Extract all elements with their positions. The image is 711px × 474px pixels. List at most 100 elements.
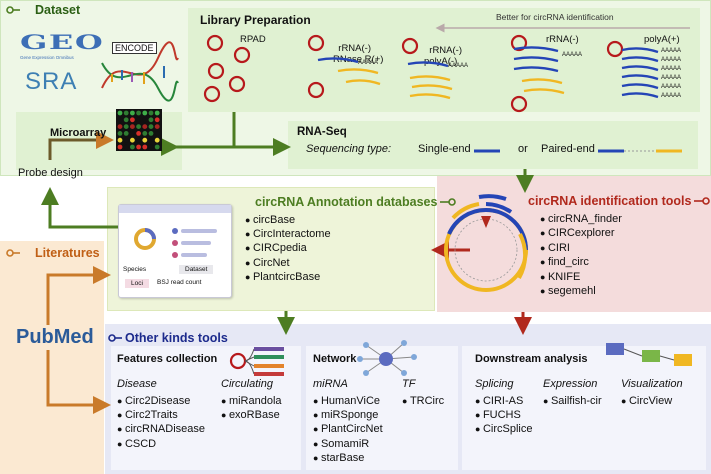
microarray-spot <box>148 131 154 136</box>
paired-end-read <box>598 149 682 153</box>
microarray-spot <box>136 117 141 123</box>
microarray-spot <box>136 131 141 136</box>
card-species: Species <box>123 266 147 273</box>
microarray-spot <box>123 110 129 116</box>
visualization-item: CircView <box>621 394 672 408</box>
rrna-circles-icon <box>510 34 528 113</box>
microarray-spot <box>123 144 129 150</box>
microarray-spot <box>117 110 123 116</box>
microarray-label: Microarray <box>50 127 107 139</box>
circulating-item: exoRBase <box>221 408 282 422</box>
circulating-item: miRandola <box>221 394 282 408</box>
microarray-spot <box>142 110 148 116</box>
microarray-spot <box>117 117 123 123</box>
microarray-spot <box>154 144 160 150</box>
disease-list: Circ2Disease Circ2Traits circRNADisease … <box>117 394 205 451</box>
identification-list: circRNA_finder CIRCexplorer CIRI find_ci… <box>540 212 622 298</box>
disease-item: Circ2Traits <box>117 408 205 422</box>
rpad-circles-icon <box>203 34 251 103</box>
visualization-label: Visualization <box>621 378 683 390</box>
rnaseq-title: RNA-Seq <box>297 126 347 138</box>
pubmed-logo: PubMed <box>14 326 96 349</box>
literatures-title: Literatures <box>6 246 100 260</box>
features-title: Features collection <box>117 353 218 365</box>
microarray-spot <box>154 124 160 129</box>
splicing-item: CircSplice <box>475 422 533 436</box>
microarray-spot <box>136 144 141 150</box>
mirna-label: miRNA <box>313 378 348 390</box>
single-end-read <box>474 149 500 153</box>
tail-polyaneg: AAAAA <box>448 63 469 69</box>
annotation-list: circBase CircInteractome CIRCpedia CircN… <box>245 213 331 284</box>
microarray-spot <box>130 131 135 136</box>
visualization-list: CircView <box>621 394 672 408</box>
annotation-title: circRNA Annotation databases <box>255 195 457 209</box>
disease-item: circRNADisease <box>117 422 205 436</box>
microarray-spot <box>154 110 160 116</box>
rnase-rna-strands <box>317 57 381 86</box>
microarray-spot <box>148 137 154 143</box>
donut-chart-icon <box>134 228 156 250</box>
polyaneg-circles-icon <box>401 37 419 55</box>
rrna-rna-strands <box>513 46 565 95</box>
geo-logo-text: GEO <box>20 30 105 54</box>
microarray-spot <box>142 144 148 150</box>
card-lines-icon <box>172 228 217 258</box>
tail-rnase: AAAAA <box>358 60 379 66</box>
disease-item: CSCD <box>117 437 205 451</box>
tail-polyapos: AAAAA <box>661 75 682 81</box>
microarray-spot <box>130 124 135 129</box>
microarray-spot <box>154 131 160 136</box>
network-graph-icon <box>357 340 417 376</box>
microarray-spot <box>154 137 160 143</box>
tf-list: TRCirc <box>402 394 444 408</box>
microarray-spot <box>123 137 129 143</box>
microarray-spot <box>142 124 148 129</box>
annotation-item: circBase <box>245 213 331 227</box>
circrna-reads-icon <box>444 194 528 292</box>
polyapos-rna-strands <box>621 47 659 99</box>
expression-list: Sailfish-cir <box>543 394 602 408</box>
annotation-item: CIRCpedia <box>245 241 331 255</box>
tail-polyapos: AAAAA <box>661 84 682 90</box>
microarray-spot <box>130 110 135 116</box>
card-bsj: BSJ read count <box>157 279 202 286</box>
annotation-item: CircNet <box>245 256 331 270</box>
annotation-item: CircInteractome <box>245 227 331 241</box>
pipeline-icon <box>606 343 692 366</box>
microarray-spot <box>130 137 135 143</box>
annotation-title-text: circRNA Annotation databases <box>255 195 438 209</box>
microarray-spot <box>117 131 123 136</box>
probe-design-label: Probe design <box>18 167 83 179</box>
disease-item: Circ2Disease <box>117 394 205 408</box>
microarray-spot <box>136 124 141 129</box>
disease-label: Disease <box>117 378 157 390</box>
microarray-spot <box>148 144 154 150</box>
identification-title: circRNA identification tools <box>528 194 711 208</box>
expression-item: Sailfish-cir <box>543 394 602 408</box>
annotation-item: PlantcircBase <box>245 270 331 284</box>
mirna-list: HumanViCe miRSponge PlantCircNet SomamiR… <box>313 394 383 465</box>
microarray-spot <box>136 137 141 143</box>
identification-item: circRNA_finder <box>540 212 622 226</box>
tail-rrna: AAAAA <box>562 52 583 58</box>
tail-polyapos: AAAAA <box>661 66 682 72</box>
microarray-spot <box>130 117 135 123</box>
microarray-spot <box>148 110 154 116</box>
microarray-spot <box>142 117 148 123</box>
splicing-label: Splicing <box>475 378 514 390</box>
geo-logo: GEO Gene Expression Omnibus <box>20 30 103 60</box>
bullet-ring-icon <box>694 197 711 205</box>
method-polyapos: polyA(+) <box>644 34 680 45</box>
microarray-spot <box>130 144 135 150</box>
encode-logo: ENCODE <box>100 38 179 102</box>
card-topbar <box>119 205 231 213</box>
microarray-spot <box>136 110 141 116</box>
identification-title-text: circRNA identification tools <box>528 194 692 208</box>
splicing-list: CIRI-AS FUCHS CircSplice <box>475 394 533 437</box>
downstream-title: Downstream analysis <box>475 353 588 365</box>
microarray-spot <box>123 124 129 129</box>
circulating-label: Circulating <box>221 378 273 390</box>
identification-item: find_circ <box>540 255 622 269</box>
